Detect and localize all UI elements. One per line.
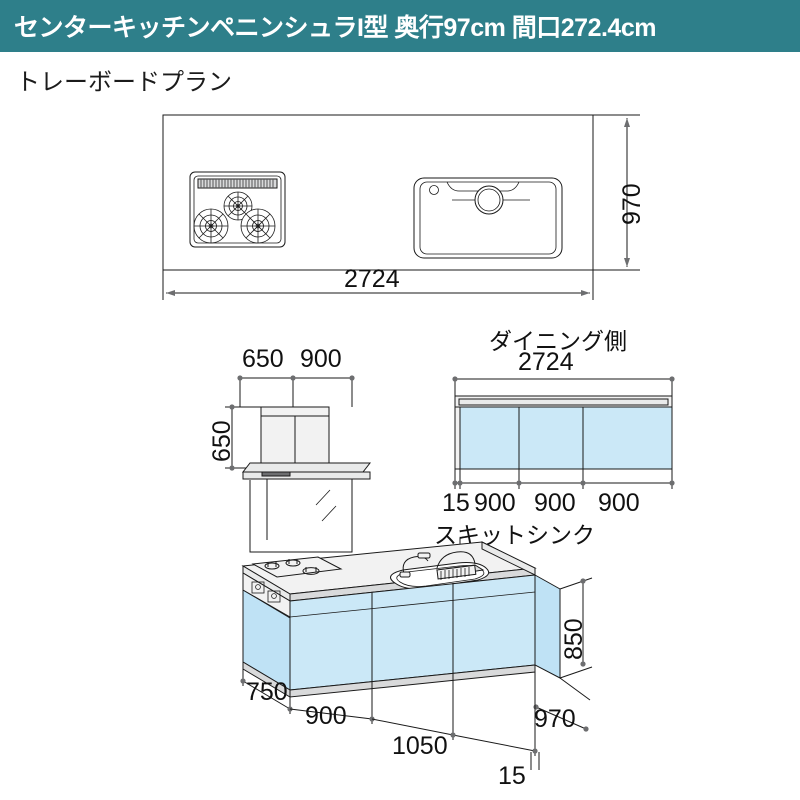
dining-bottom-dimension bbox=[452, 469, 675, 489]
faucet bbox=[399, 552, 431, 578]
plan-subtitle: トレーボードプラン bbox=[16, 69, 232, 96]
dish-rack bbox=[435, 551, 485, 580]
perspective-dimensions bbox=[240, 577, 593, 770]
cooktop-3d bbox=[251, 556, 343, 578]
hood-dim-900-top: 900 bbox=[300, 345, 342, 373]
burner-rear bbox=[223, 191, 253, 221]
dining-dim-15: 15 bbox=[442, 489, 470, 517]
perspective-dim-15: 15 bbox=[498, 762, 526, 790]
plan-width-dim: 2724 bbox=[344, 265, 400, 293]
hood-height-dimension bbox=[225, 404, 262, 471]
dining-dim-900-3: 900 bbox=[598, 489, 640, 517]
plan-dimension-lines bbox=[162, 114, 640, 300]
cabinet-3d bbox=[242, 572, 561, 698]
sink-drain bbox=[474, 185, 504, 215]
dining-dim-900-1: 900 bbox=[474, 489, 516, 517]
perspective-dim-1050: 1050 bbox=[392, 732, 448, 760]
hood-top-dimensions bbox=[237, 375, 355, 398]
grill-vent bbox=[197, 178, 278, 189]
page-title: センターキッチンペニンシュラI型 奥行97cm 間口272.4cm bbox=[14, 14, 656, 42]
control-panel bbox=[242, 572, 291, 618]
sink-overflow-hole bbox=[429, 185, 439, 195]
sink-3d bbox=[390, 551, 490, 590]
sink-plan bbox=[413, 177, 563, 259]
perspective-height-dim: 850 bbox=[560, 618, 588, 660]
range-hood-body bbox=[241, 406, 372, 480]
perspective-dim-900: 900 bbox=[305, 702, 347, 730]
dining-top-dimension bbox=[452, 376, 675, 398]
cooktop-plan bbox=[189, 171, 286, 248]
glass-backsplash bbox=[249, 479, 353, 553]
dining-side-cabinet bbox=[454, 395, 673, 470]
perspective-dim-750: 750 bbox=[246, 678, 288, 706]
dining-dim-900-2: 900 bbox=[534, 489, 576, 517]
dining-side-label: ダイニング側 bbox=[489, 328, 627, 354]
cabinet-right-end bbox=[534, 574, 561, 679]
hood-dim-650-top: 650 bbox=[242, 345, 284, 373]
header-bar: センターキッチンペニンシュラI型 奥行97cm 間口272.4cm bbox=[0, 0, 800, 52]
burner-front-left bbox=[193, 208, 229, 244]
dining-panels bbox=[454, 406, 673, 470]
dining-side-total-dim: 2724 bbox=[518, 348, 574, 376]
hood-light-strip bbox=[261, 471, 291, 477]
perspective-depth-dim: 970 bbox=[534, 705, 576, 733]
burner-front-right bbox=[240, 208, 276, 244]
